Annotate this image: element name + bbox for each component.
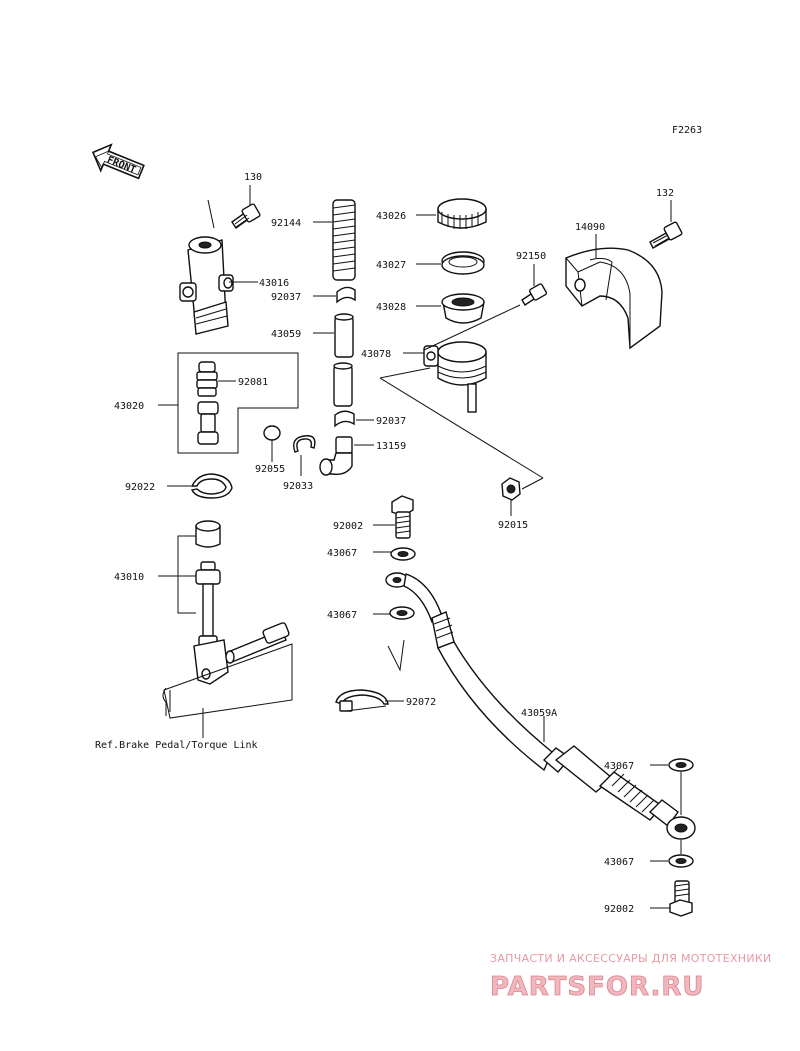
watermark-brand: PARTSFOR.RU (490, 972, 704, 1002)
reservoir-cap-43026 (437, 198, 487, 229)
part-label-14090: 14090 (575, 222, 605, 233)
part-label-43020: 43020 (114, 401, 144, 412)
piston-kit-group-43020 (177, 352, 299, 454)
reservoir-43078 (423, 341, 487, 413)
washer-43067-a (390, 547, 416, 561)
part-label-43067-a: 43067 (327, 548, 357, 559)
plate-43027 (441, 251, 485, 275)
part-label-43059a: 43059A (521, 708, 557, 719)
screw-132 (649, 221, 683, 249)
watermark-logo: ЗАПЧАСТИ И АКСЕССУАРЫ ДЛЯ МОТОТЕХНИКИ PA… (490, 952, 772, 1002)
part-label-92081: 92081 (238, 377, 268, 388)
part-label-92072: 92072 (406, 697, 436, 708)
bolt-130 (231, 203, 261, 229)
part-label-43016: 43016 (259, 278, 289, 289)
part-label-130: 130 (244, 172, 262, 183)
part-label-92002-upper: 92002 (333, 521, 363, 532)
nut-92015 (501, 477, 521, 501)
part-label-43078: 43078 (361, 349, 391, 360)
clamp-92037-lower (334, 410, 355, 428)
part-label-43067-d: 43067 (604, 857, 634, 868)
part-label-13159: 13159 (376, 441, 406, 452)
washer-43067-d (668, 854, 694, 868)
part-label-92033: 92033 (283, 481, 313, 492)
circlip-92033 (292, 435, 316, 453)
hose-43059 (333, 313, 354, 407)
part-label-43067-b: 43067 (327, 610, 357, 621)
part-label-43010: 43010 (114, 572, 144, 583)
spring-92144 (332, 199, 356, 281)
part-label-92015: 92015 (498, 520, 528, 531)
part-label-92002-lower: 92002 (604, 904, 634, 915)
bolt-92150 (521, 283, 548, 306)
ref-note: Ref.Brake Pedal/Torque Link (95, 740, 258, 751)
banjo-bolt-92002-upper (391, 495, 414, 539)
front-arrow-icon: FRONT (91, 143, 145, 180)
washer-43067-b (389, 606, 415, 620)
part-label-92150: 92150 (516, 251, 546, 262)
part-label-92055: 92055 (255, 464, 285, 475)
clamp-92072 (335, 689, 389, 712)
o-ring-92055 (263, 425, 281, 441)
cover-14090 (565, 247, 663, 350)
master-cylinder-body (179, 236, 234, 335)
part-label-43067-c: 43067 (604, 761, 634, 772)
clamp-92037-upper (336, 286, 356, 304)
banjo-bolt-92002-lower (669, 880, 693, 917)
part-label-92022: 92022 (125, 482, 155, 493)
watermark-subtitle: ЗАПЧАСТИ И АКСЕССУАРЫ ДЛЯ МОТОТЕХНИКИ (490, 952, 772, 965)
push-rod-43010 (162, 520, 290, 716)
part-label-92037-upper: 92037 (271, 292, 301, 303)
part-label-132: 132 (656, 188, 674, 199)
part-label-92037-lower: 92037 (376, 416, 406, 427)
part-label-43026: 43026 (376, 211, 406, 222)
part-label-43059: 43059 (271, 329, 301, 340)
part-label-43027: 43027 (376, 260, 406, 271)
brake-hose-43059a (385, 572, 696, 840)
diaphragm-43028 (441, 293, 485, 324)
elbow-13159 (319, 436, 353, 476)
part-label-92144: 92144 (271, 218, 301, 229)
washer-43067-c (668, 758, 694, 772)
figure-code: F2263 (672, 125, 702, 136)
circlip-92022 (190, 473, 233, 499)
part-label-43028: 43028 (376, 302, 406, 313)
